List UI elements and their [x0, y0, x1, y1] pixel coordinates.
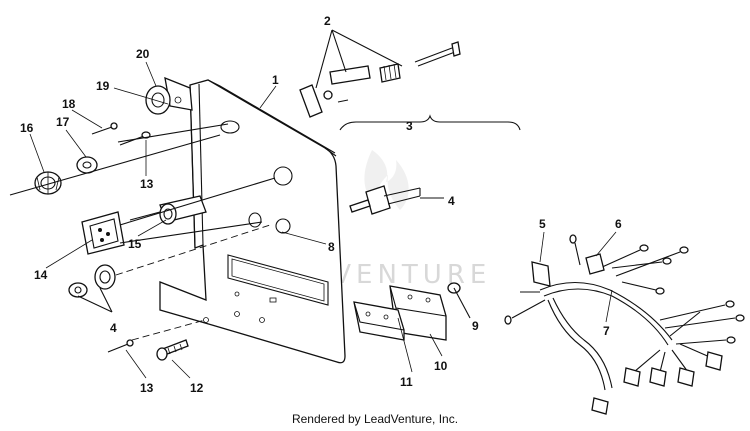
small-screw-13-lower	[107, 339, 134, 353]
harness-connectors	[504, 234, 745, 415]
callout-19: 19	[96, 79, 110, 93]
switch-assembly-2	[299, 41, 461, 118]
callout-13-upper: 13	[140, 177, 154, 191]
leader-4-left	[77, 287, 113, 313]
lock-washer-17	[76, 156, 98, 174]
small-screw-18	[91, 122, 118, 135]
callout-16: 16	[20, 121, 34, 135]
callout-12: 12	[190, 381, 204, 395]
callout-14: 14	[34, 268, 48, 282]
assembly-axis-lower	[119, 221, 263, 244]
small-screw-13-upper	[119, 131, 151, 146]
callout-3: 3	[406, 119, 413, 133]
dash-panel	[159, 79, 346, 364]
callout-18: 18	[62, 97, 76, 111]
assembly-dash-screw	[131, 319, 206, 341]
callout-4-toggle: 4	[448, 194, 455, 208]
callout-15: 15	[128, 237, 142, 251]
callout-13-lower: 13	[140, 381, 154, 395]
nut-4-left	[68, 282, 88, 298]
callout-labels: 1 2 3 4 4 5 6 7 8 9 10 11 12 13 13 14 15…	[20, 14, 622, 395]
callout-4-nuts: 4	[110, 321, 117, 335]
callout-17: 17	[56, 115, 70, 129]
assembly-dash-lower	[115, 224, 271, 276]
leader-2	[315, 29, 403, 89]
callout-leaders	[29, 61, 617, 379]
nut-9	[447, 282, 471, 319]
callout-1: 1	[272, 73, 279, 87]
callout-11: 11	[400, 375, 413, 389]
callout-7: 7	[603, 324, 610, 338]
render-credit: Rendered by LeadVenture, Inc.	[291, 412, 459, 426]
assembly-axis-mid	[109, 177, 276, 229]
wiring-harness-7	[511, 242, 736, 391]
callout-20: 20	[136, 47, 150, 61]
callout-10: 10	[434, 359, 448, 373]
carriage-bolt-12	[156, 339, 189, 361]
callout-5: 5	[539, 217, 546, 231]
callout-9: 9	[472, 319, 479, 333]
hex-nut-16	[34, 171, 62, 195]
indicator-lamp-assembly	[145, 76, 193, 115]
leader-screw-13	[117, 123, 229, 143]
bracket-3	[339, 114, 521, 131]
bracket-11	[353, 301, 405, 341]
callout-2: 2	[324, 14, 331, 28]
toggle-switch-4	[349, 185, 421, 215]
assembly-axis-upper	[9, 134, 221, 196]
washer-4-right	[94, 264, 116, 290]
callout-6: 6	[615, 217, 622, 231]
switch-plate-14	[81, 211, 125, 255]
callout-8: 8	[328, 240, 335, 254]
